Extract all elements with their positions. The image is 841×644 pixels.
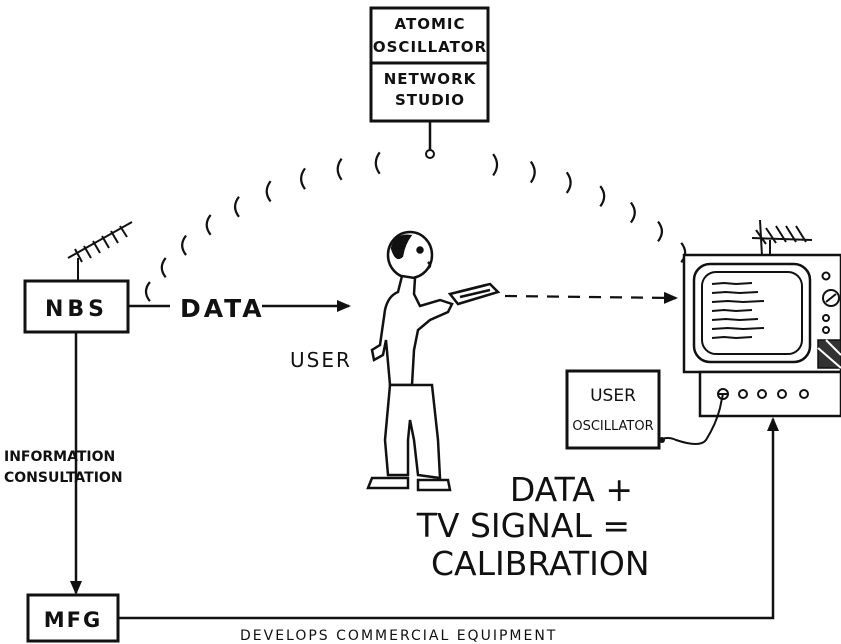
develops-caption: DEVELOPS COMMERCIAL EQUIPMENT xyxy=(240,628,557,644)
wave-arc xyxy=(680,242,687,263)
user-label: USER xyxy=(290,348,352,372)
equation-line3: CALIBRATION xyxy=(431,544,650,583)
studio-label: STUDIO xyxy=(395,91,465,109)
atomic-label: ATOMIC xyxy=(395,15,466,33)
wave-arc xyxy=(529,160,536,184)
dashed-link xyxy=(504,291,678,304)
nbs-label: NBS xyxy=(45,297,108,322)
nbs-box: NBS xyxy=(23,279,130,334)
consultation-label: CONSULTATION xyxy=(4,470,123,486)
wave-arc xyxy=(336,158,343,181)
wave-arc xyxy=(144,281,151,302)
wave-arc xyxy=(265,180,272,203)
wave-arc xyxy=(181,234,187,256)
wave-arc xyxy=(160,257,167,279)
oscillator-label: OSCILLATOR xyxy=(373,38,487,56)
tv-antenna-icon xyxy=(751,219,813,257)
wave-arc xyxy=(657,220,664,242)
mfg-label: MFG xyxy=(44,608,102,632)
screen-text-line xyxy=(711,299,765,304)
screen-text-line xyxy=(711,281,753,286)
tv-set-icon xyxy=(682,253,841,418)
equipment-arrow xyxy=(118,417,779,620)
screen-text-line xyxy=(711,308,753,313)
screen-text-line xyxy=(711,317,759,322)
wave-arc xyxy=(205,214,212,236)
network-label: NETWORK xyxy=(384,70,477,88)
data-arrow: DATA xyxy=(128,294,351,323)
wave-arc xyxy=(374,151,381,175)
wave-arc xyxy=(492,153,499,177)
screen-text-line xyxy=(711,326,765,331)
nbs-antenna-icon xyxy=(67,221,133,281)
atomic-oscillator-box: ATOMIC OSCILLATOR NETWORK STUDIO xyxy=(369,6,490,159)
wave-arc xyxy=(565,171,572,194)
user-oscillator-box: USER OSCILLATOR xyxy=(565,369,724,450)
wave-arc xyxy=(300,167,306,190)
user-figure-icon xyxy=(366,230,501,492)
equation-line2: TV SIGNAL = xyxy=(416,506,630,545)
equation-line1: DATA + xyxy=(510,470,633,509)
data-label: DATA xyxy=(180,294,265,323)
screen-text-line xyxy=(711,335,753,340)
user-oscillator-line2: OSCILLATOR xyxy=(572,419,653,434)
broadcast-waves xyxy=(144,151,706,302)
wave-arc xyxy=(233,196,240,218)
wave-arc xyxy=(599,185,606,207)
mfg-box: MFG xyxy=(26,593,120,643)
information-label: INFORMATION xyxy=(4,449,115,465)
wave-arc xyxy=(629,201,636,224)
user-oscillator-line1: USER xyxy=(590,386,636,406)
screen-text-line xyxy=(711,290,759,295)
